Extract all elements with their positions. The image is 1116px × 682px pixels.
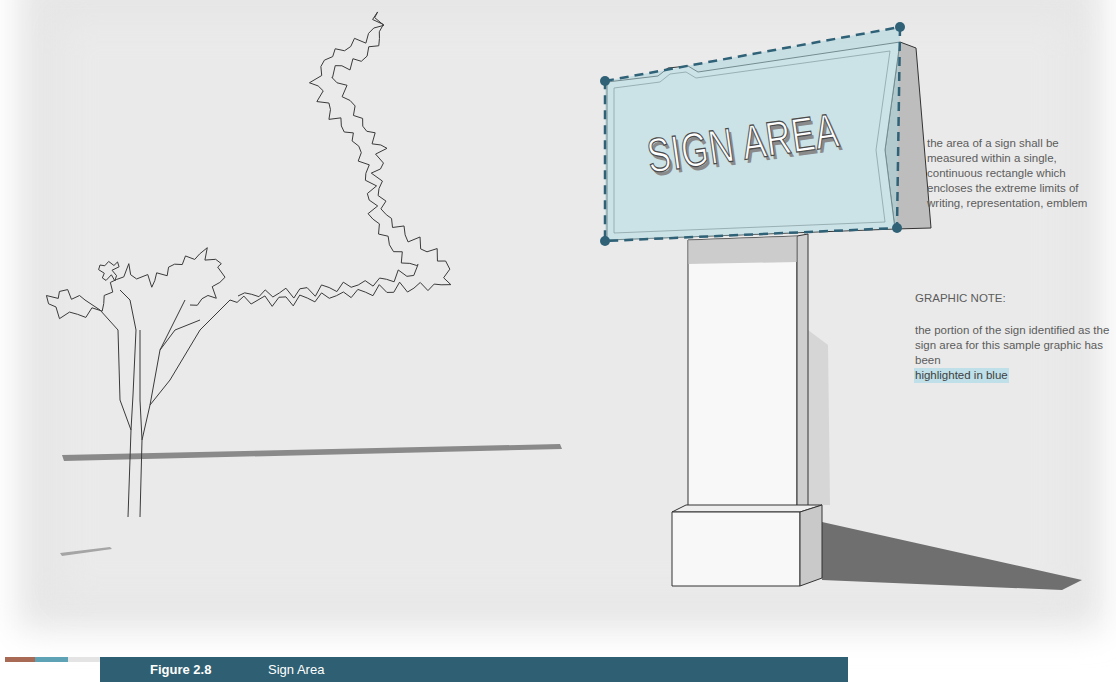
- base-top: [672, 505, 822, 512]
- corner-dot: [895, 22, 905, 32]
- figure-caption: Sign Area: [268, 662, 324, 678]
- tree-shadow: [62, 444, 562, 461]
- background-wash: [18, 0, 1103, 630]
- pole-shadow: [808, 330, 830, 505]
- base-front: [672, 512, 800, 586]
- background-wash: [60, 20, 1070, 600]
- figure-number: Figure 2.8: [150, 662, 211, 678]
- pole-shadow: [822, 522, 1082, 590]
- corner-dot: [600, 76, 610, 86]
- footer-swatch: [5, 657, 35, 662]
- corner-dot: [600, 236, 610, 246]
- corner-dot: [892, 223, 902, 233]
- tree-canopy: [46, 248, 225, 319]
- highlight-text: highlighted in blue: [914, 368, 1009, 383]
- footer-swatch: [68, 657, 100, 662]
- pole-front: [688, 236, 797, 512]
- footer-swatch: [35, 657, 68, 662]
- sign-face: SIGN AREA: [598, 18, 938, 250]
- callout-note: the area of a sign shall be measured wit…: [927, 136, 1099, 211]
- pole-side: [797, 234, 808, 512]
- tree-canopy: [99, 261, 119, 280]
- note-heading: GRAPHIC NOTE:: [915, 291, 1105, 306]
- tree: [46, 12, 450, 517]
- footer-bar: [100, 657, 848, 682]
- note-text: the portion of the sign identified as th…: [915, 323, 1113, 368]
- sign-area-rectangle: [605, 27, 900, 241]
- tree-trunk: [118, 300, 230, 517]
- tree-branch: [85, 290, 200, 350]
- tree-canopy: [230, 12, 451, 306]
- pole-shade: [688, 236, 797, 264]
- base-side: [800, 505, 822, 586]
- ground-shadow: [60, 547, 112, 556]
